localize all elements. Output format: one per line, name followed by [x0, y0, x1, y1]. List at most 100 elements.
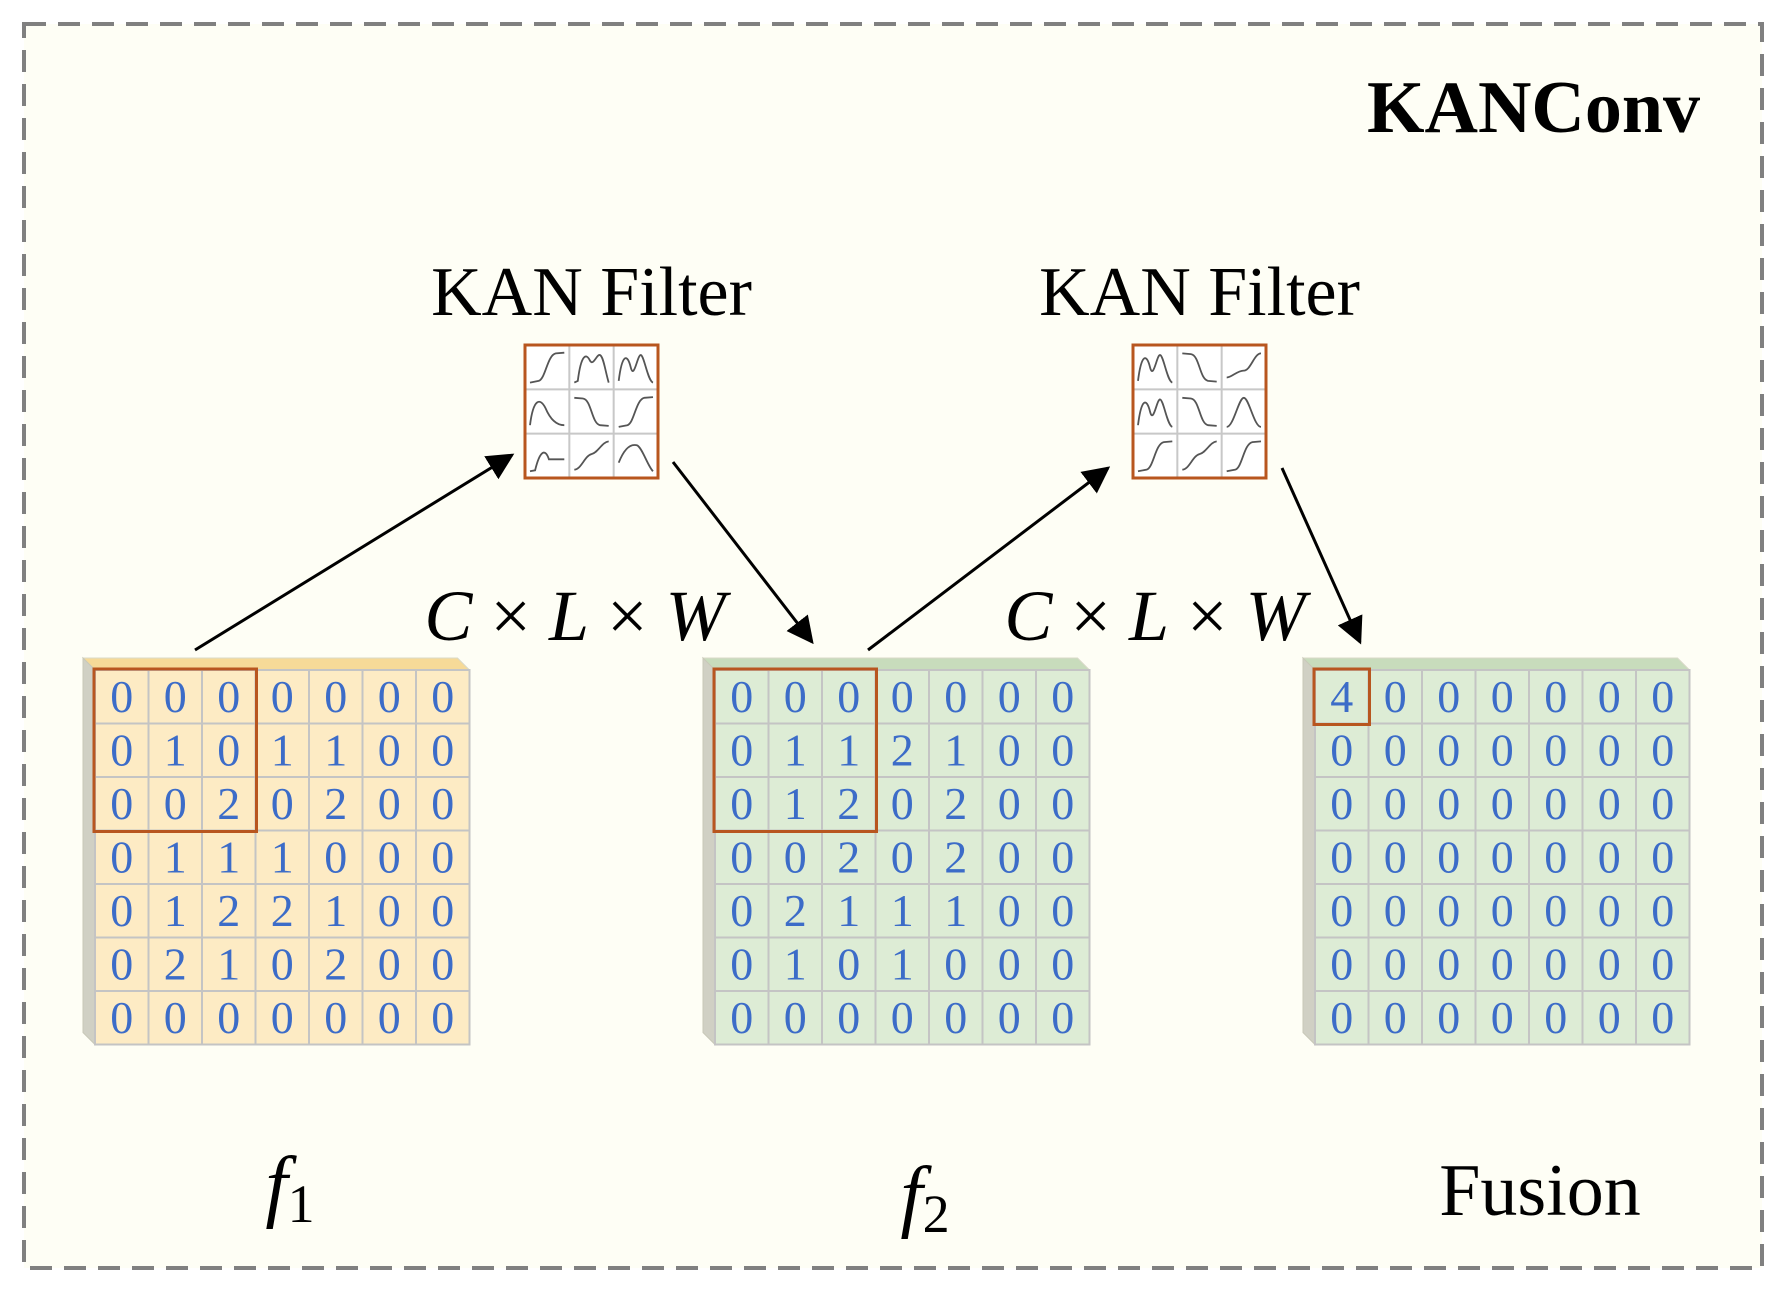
- label-main: Fusion: [1439, 1150, 1641, 1232]
- kanconv-title: KANConv: [1367, 67, 1700, 149]
- grid-cell-value: 0: [1598, 671, 1621, 722]
- grid-cell-value: 0: [110, 671, 133, 722]
- grid-cell-value: 0: [1491, 938, 1514, 989]
- grid-cell-value: 0: [1491, 724, 1514, 775]
- spline-curve: [1137, 440, 1173, 473]
- grid-cell-value: 2: [837, 778, 860, 829]
- spline-curve: [529, 351, 565, 384]
- grid-cell-value: 0: [431, 724, 454, 775]
- grid-cell-value: 0: [1384, 831, 1407, 882]
- grid-cell-value: 0: [1491, 992, 1514, 1043]
- feature-map-face: [714, 669, 1091, 1046]
- dims-part: W: [666, 576, 732, 656]
- grid-cell-value: 0: [1651, 992, 1674, 1043]
- flow-arrow: [671, 461, 814, 645]
- grid-cell-value: 0: [837, 938, 860, 989]
- grid-cell-value: 0: [1330, 938, 1353, 989]
- grid-cell-value: 0: [944, 671, 967, 722]
- grid-cell-value: 0: [1051, 778, 1074, 829]
- grid-cell-value: 0: [271, 671, 294, 722]
- dims-label: C × L × W: [424, 576, 731, 656]
- grid-cell-value: 0: [1384, 671, 1407, 722]
- grid-cell-value: 0: [1491, 778, 1514, 829]
- dims-part: ×: [589, 576, 666, 656]
- grid-cell-value: 0: [944, 992, 967, 1043]
- grid-cell-value: 0: [164, 671, 187, 722]
- grid-cell-value: 1: [891, 938, 914, 989]
- grid-cell-value: 0: [378, 724, 401, 775]
- grid-cell-value: 0: [271, 938, 294, 989]
- grid-cell-value: 0: [891, 778, 914, 829]
- grid-cell-value: 1: [164, 885, 187, 936]
- grid-cell-value: 1: [164, 724, 187, 775]
- grid-cell-value: 0: [1598, 885, 1621, 936]
- spline-curve: [573, 354, 610, 384]
- grid-cell-value: 0: [998, 938, 1021, 989]
- grid-cell-value: 0: [837, 992, 860, 1043]
- grid-cell-value: 1: [784, 938, 807, 989]
- grid-cell-value: 0: [1051, 724, 1074, 775]
- spline-curve: [1226, 396, 1262, 428]
- grid-cell-value: 0: [1491, 831, 1514, 882]
- grid-cell-value: 0: [378, 831, 401, 882]
- grid-cell-value: 0: [730, 831, 753, 882]
- grid-cell-value: 0: [1437, 992, 1460, 1043]
- grid-cell-value: 0: [110, 992, 133, 1043]
- grid-cell-value: 0: [1598, 992, 1621, 1043]
- grid-cell-value: 1: [944, 724, 967, 775]
- grid-cell-value: 1: [324, 885, 347, 936]
- grid-cell-value: 0: [1491, 885, 1514, 936]
- grid-cell-value: 0: [1384, 992, 1407, 1043]
- grid-cell-value: 0: [1651, 885, 1674, 936]
- grid-cell-value: 0: [891, 671, 914, 722]
- kanconv-frame: [22, 22, 1764, 1270]
- spline-curve: [1226, 440, 1262, 473]
- spline-curve: [574, 440, 609, 471]
- spline-curve: [1182, 440, 1217, 471]
- feature-map-label-fusion: Fusion: [1439, 1150, 1641, 1232]
- grid-cell-value: 0: [217, 724, 240, 775]
- highlight-window: [92, 667, 258, 833]
- grid-cell-value: 0: [998, 885, 1021, 936]
- grid-cell-value: 0: [1598, 831, 1621, 882]
- grid-cell-value: 0: [1330, 885, 1353, 936]
- grid-cell-value: 0: [1598, 938, 1621, 989]
- grid-cell-value: 4: [1330, 671, 1353, 722]
- grid-cell-value: 0: [1651, 831, 1674, 882]
- grid-cell-value: 0: [1544, 724, 1567, 775]
- grid-cell-value: 2: [324, 778, 347, 829]
- flow-arrow: [1280, 467, 1363, 645]
- grid-cell-value: 1: [271, 724, 294, 775]
- grid-cell-value: 0: [730, 671, 753, 722]
- grid-cell-value: 0: [110, 778, 133, 829]
- grid-cell-value: 0: [1544, 778, 1567, 829]
- grid-cell-value: 1: [324, 724, 347, 775]
- kan-filter-1: KAN Filter: [431, 254, 752, 480]
- grid-cell-value: 0: [271, 992, 294, 1043]
- grid-cell-value: 0: [1544, 992, 1567, 1043]
- grid-cell-value: 0: [1651, 938, 1674, 989]
- grid-cell-value: 2: [784, 885, 807, 936]
- grid-cell-value: 0: [891, 831, 914, 882]
- grid-cell-value: 2: [944, 778, 967, 829]
- grid-cell-value: 0: [431, 671, 454, 722]
- spline-curve: [617, 444, 654, 472]
- grid-cell-value: 2: [164, 938, 187, 989]
- grid-cell-value: 1: [944, 885, 967, 936]
- grid-cell-value: 0: [784, 992, 807, 1043]
- grid-cell-value: 0: [1437, 831, 1460, 882]
- grid-cell-value: 0: [1491, 671, 1514, 722]
- dims-part: ×: [472, 576, 549, 656]
- grid-cell-value: 0: [378, 885, 401, 936]
- flow-arrow: [867, 466, 1111, 652]
- feature-map-label-f2: f2: [900, 1152, 949, 1244]
- grid-cell-value: 0: [784, 831, 807, 882]
- grid-cell-value: 0: [730, 778, 753, 829]
- grid-cell-value: 0: [110, 831, 133, 882]
- spline-curve: [529, 451, 565, 473]
